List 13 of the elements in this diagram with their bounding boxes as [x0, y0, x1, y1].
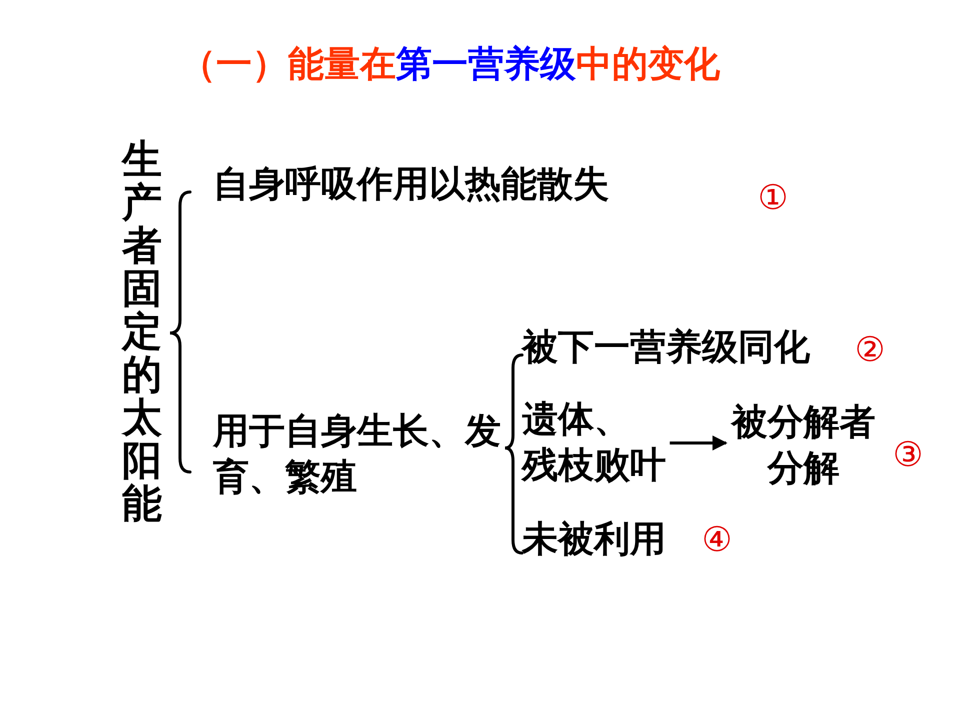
arrow: [670, 436, 728, 450]
circled-number: ③: [892, 435, 924, 475]
branch-text: 被下一营养级同化: [522, 325, 810, 371]
branch-text: 用于自身生长、发育、繁殖: [213, 409, 503, 501]
title: （一）能量在第一营养级中的变化: [180, 43, 720, 87]
circled-number: ①: [758, 178, 788, 218]
branch-text: 被分解者分解: [728, 400, 880, 492]
vertical-text: 生产者固定的太阳能: [122, 139, 162, 526]
branch-text: 自身呼吸作用以热能散失: [213, 162, 609, 208]
circled-number: ④: [702, 520, 732, 560]
branch-text: 遗体、残枝败叶: [522, 397, 668, 489]
branch-text: 未被利用: [522, 517, 666, 563]
circled-number: ②: [854, 330, 886, 370]
